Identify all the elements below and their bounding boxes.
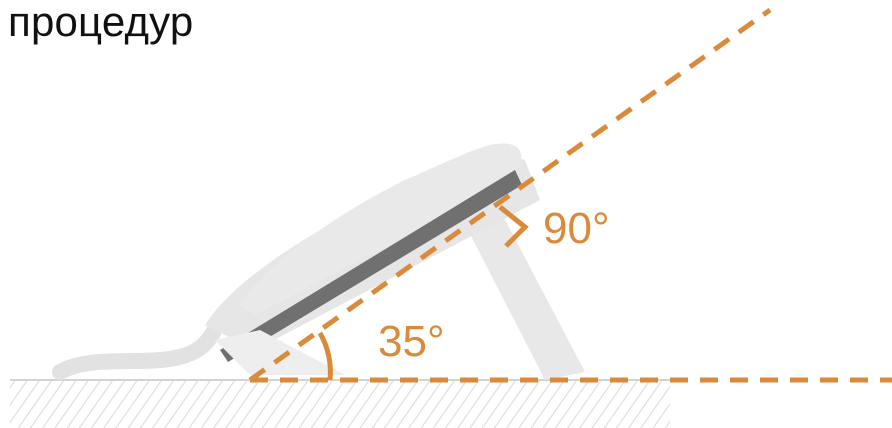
incline-guide-line (248, 7, 772, 383)
phone-dark-strip (220, 170, 522, 362)
right-angle-label: 90° (543, 204, 610, 253)
tilt-angle-arc (317, 331, 333, 381)
tilt-angle-label: 35° (378, 317, 445, 366)
ground-hatch (10, 380, 670, 428)
phone-cord (52, 312, 228, 380)
right-angle-marker (498, 205, 529, 248)
phone-base (215, 330, 345, 375)
phone-handset (240, 143, 522, 315)
ground (10, 379, 670, 428)
guides (248, 7, 892, 383)
phone (52, 143, 585, 380)
heading-text: процедур (8, 0, 194, 45)
phone-stand (468, 210, 585, 380)
